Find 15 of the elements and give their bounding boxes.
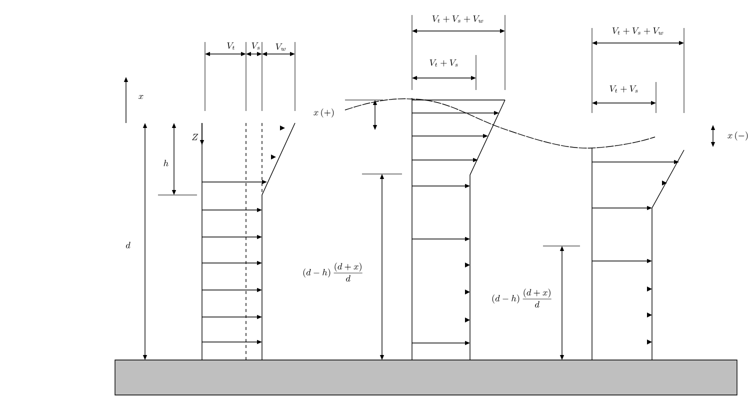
dimension-label: $x\,(+)$ bbox=[314, 108, 334, 118]
dimension-label: $V_t + V_s + V_w$ bbox=[432, 15, 484, 23]
dimension-label: $x$ bbox=[138, 94, 144, 100]
dimension-label: $V_t + V_s$ bbox=[430, 59, 458, 67]
dimension-label: $x\,(-)$ bbox=[728, 132, 748, 140]
dimension-label: $V_t + V_s + V_w$ bbox=[612, 27, 664, 35]
dimension-label: $d$ bbox=[126, 242, 130, 248]
dimension-label: $V_s$ bbox=[252, 42, 260, 50]
dimension-label: $Z$ bbox=[192, 134, 198, 140]
dimension-label: $V_w$ bbox=[276, 43, 286, 51]
dimension-label: $V_t + V_s$ bbox=[610, 85, 638, 93]
dimension-label: $V_t$ bbox=[227, 42, 234, 50]
dimension-label: $h$ bbox=[164, 160, 168, 166]
dimension-label: $(d-h)\,\frac{(d+x)}{d}$ bbox=[492, 288, 552, 308]
dimension-label: $(d-h)\,\frac{(d+x)}{d}$ bbox=[303, 262, 362, 282]
